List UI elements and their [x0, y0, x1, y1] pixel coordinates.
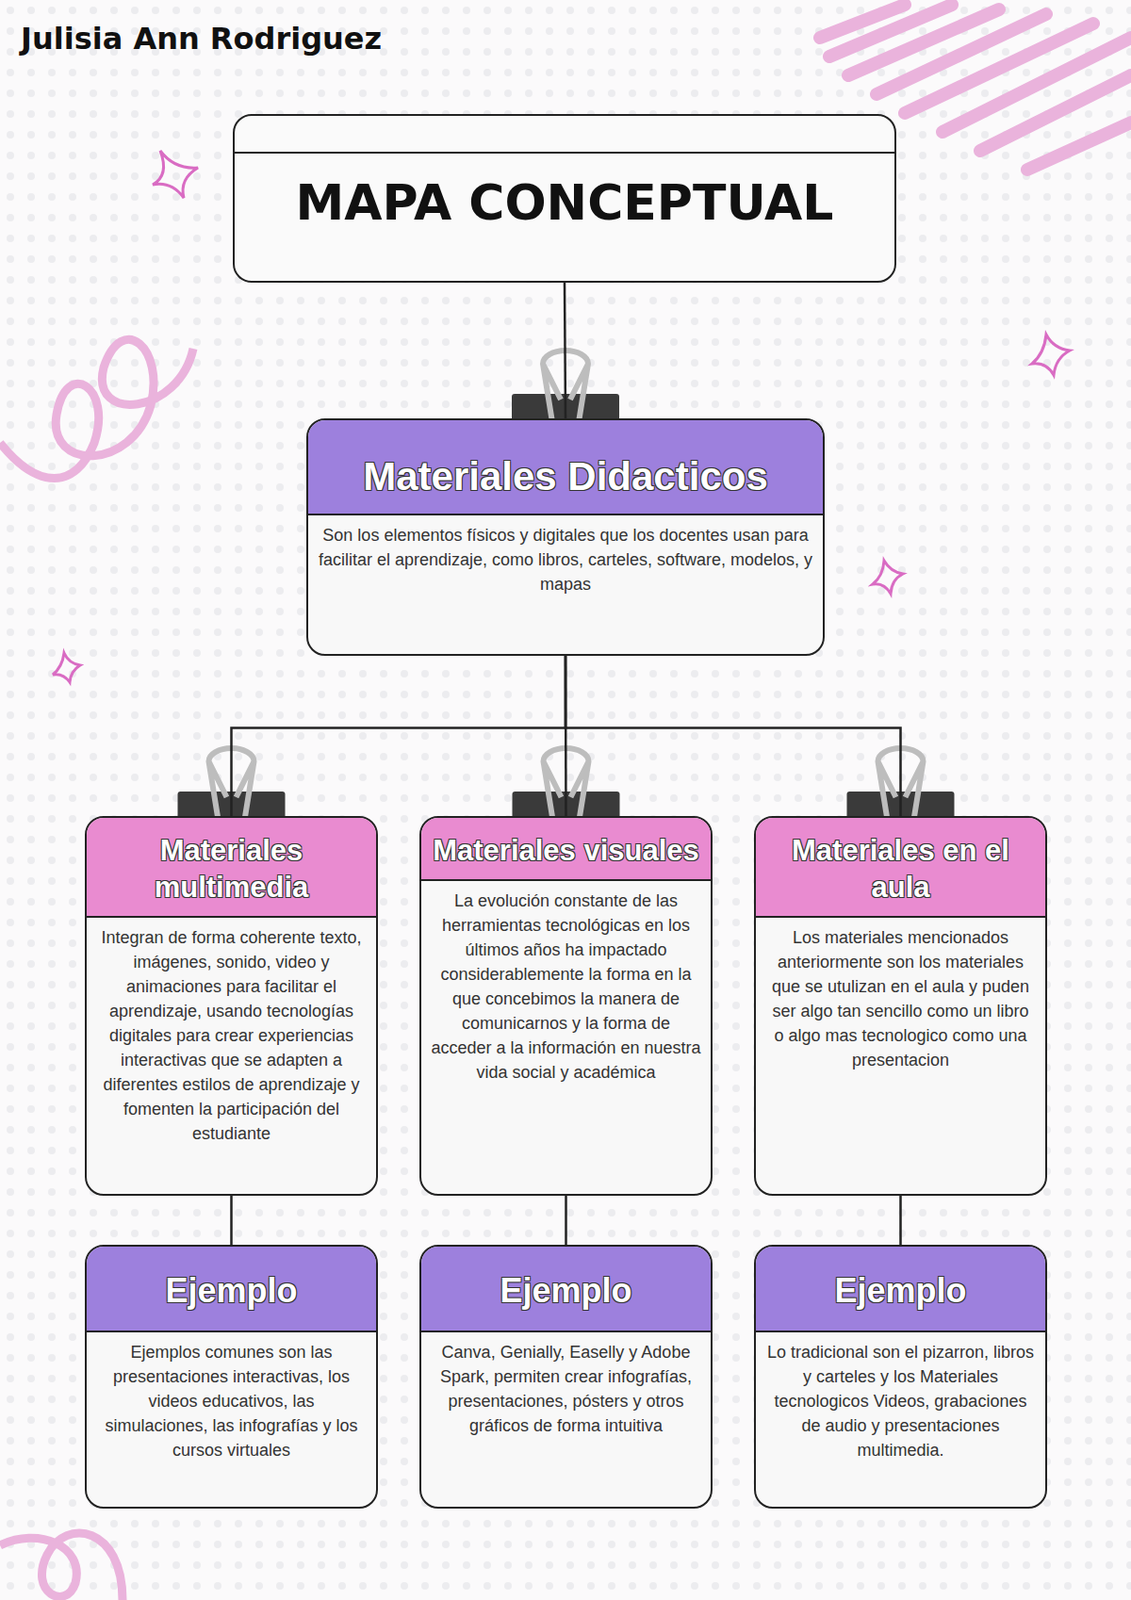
connector-line — [564, 1196, 568, 1246]
concept-box: Materiales multimediaIntegran de forma c… — [84, 816, 378, 1197]
box-heading: Materiales visuales — [421, 818, 711, 882]
concept-box: Materiales DidacticosSon los elementos f… — [306, 418, 825, 656]
concept-box: EjemploEjemplos comunes son las presenta… — [84, 1245, 378, 1509]
box-body: La evolución constante de las herramient… — [421, 881, 711, 1098]
box-heading: Materiales multimedia — [86, 818, 377, 918]
author-name: Julisia Ann Rodriguez — [20, 20, 382, 57]
connector-line — [565, 655, 902, 817]
title-text: MAPA CONCEPTUAL — [234, 115, 895, 260]
connector-line — [231, 655, 567, 817]
concept-box: EjemploCanva, Genially, Easelly y Adobe … — [419, 1245, 713, 1509]
title-box: MAPA CONCEPTUAL — [232, 114, 897, 283]
box-body: Integran de forma coherente texto, imáge… — [86, 917, 377, 1159]
concept-box: EjemploLo tradicional son el pizarron, l… — [754, 1245, 1048, 1509]
box-body: Son los elementos físicos y digitales qu… — [308, 515, 823, 608]
box-heading: Ejemplo — [86, 1246, 377, 1333]
box-body: Lo tradicional son el pizarron, libros y… — [755, 1332, 1046, 1475]
box-body: Ejemplos comunes son las presentaciones … — [86, 1332, 377, 1475]
concept-box: Materiales en el aulaLos materiales menc… — [754, 816, 1048, 1197]
concept-box: Materiales visualesLa evolución constant… — [419, 816, 713, 1197]
box-heading: Materiales Didacticos — [308, 420, 823, 516]
box-body: Canva, Genially, Easelly y Adobe Spark, … — [421, 1332, 711, 1450]
box-heading: Ejemplo — [755, 1246, 1046, 1333]
binder-clips — [178, 350, 955, 824]
connector-line — [899, 1196, 902, 1246]
box-heading: Ejemplo — [421, 1246, 711, 1333]
box-body: Los materiales mencionados anteriormente… — [755, 917, 1046, 1085]
connector-line — [564, 282, 566, 419]
box-heading: Materiales en el aula — [755, 818, 1046, 918]
title-strip — [234, 151, 895, 154]
connector-line — [229, 1196, 233, 1246]
